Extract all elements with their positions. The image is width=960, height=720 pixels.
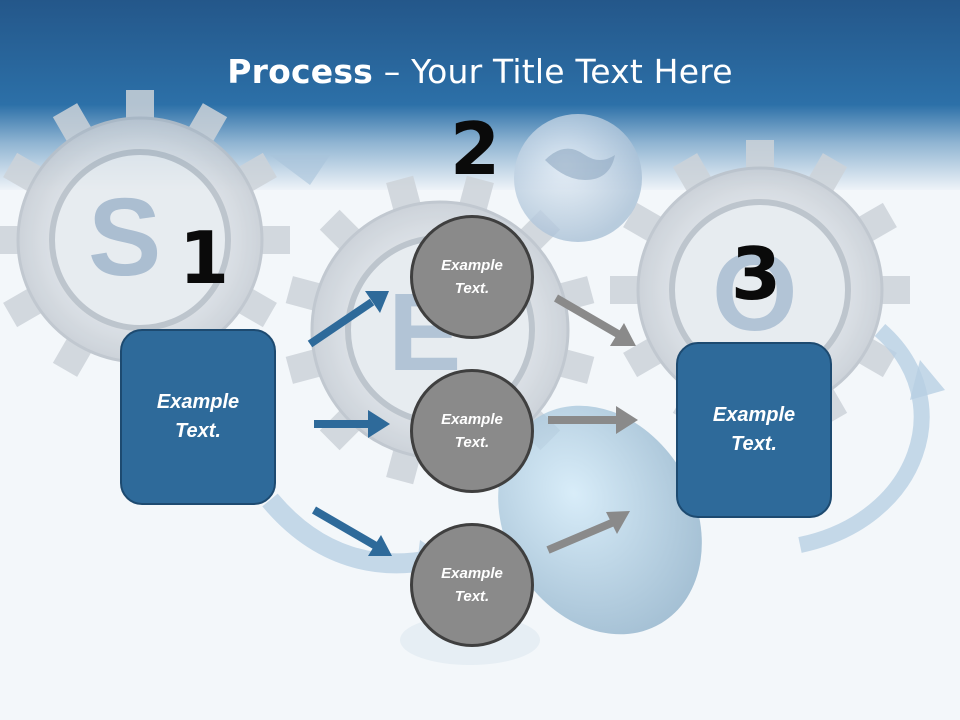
arrow-circle3-box3 bbox=[546, 518, 616, 554]
circle-middle-label: Example Text. bbox=[441, 411, 503, 451]
arrowhead-1 bbox=[365, 291, 389, 313]
step-1-box: Example Text. bbox=[120, 329, 276, 505]
arrowhead-3 bbox=[368, 535, 392, 556]
step-2-circle-middle: Example Text. bbox=[410, 369, 534, 493]
page-title: Process – Your Title Text Here bbox=[0, 52, 960, 91]
title-bold: Process bbox=[227, 52, 374, 91]
step-number-2: 2 bbox=[450, 107, 501, 191]
step-3-box: Example Text. bbox=[676, 342, 832, 518]
step-2-circle-top: Example Text. bbox=[410, 215, 534, 339]
arrow-circle1-box3 bbox=[553, 294, 621, 338]
arrowhead-2 bbox=[368, 410, 390, 438]
svg-text:S: S bbox=[88, 176, 161, 299]
step-3-box-label: Example Text. bbox=[712, 404, 796, 455]
svg-text:O: O bbox=[712, 231, 798, 354]
circle-bottom-label: Example Text. bbox=[441, 565, 503, 605]
arrow-box1-circle1 bbox=[307, 298, 375, 348]
title-rest: – Your Title Text Here bbox=[373, 52, 733, 91]
circle-top-label: Example Text. bbox=[441, 257, 503, 297]
step-number-1: 1 bbox=[179, 216, 230, 300]
arrowhead-6 bbox=[606, 511, 630, 534]
step-1-box-label: Example Text. bbox=[156, 391, 240, 442]
arrow-box1-circle3 bbox=[311, 506, 379, 550]
arrowhead-5 bbox=[616, 406, 638, 434]
step-number-3: 3 bbox=[731, 232, 782, 316]
arrowhead-4 bbox=[610, 323, 636, 346]
step-2-circle-bottom: Example Text. bbox=[410, 523, 534, 647]
